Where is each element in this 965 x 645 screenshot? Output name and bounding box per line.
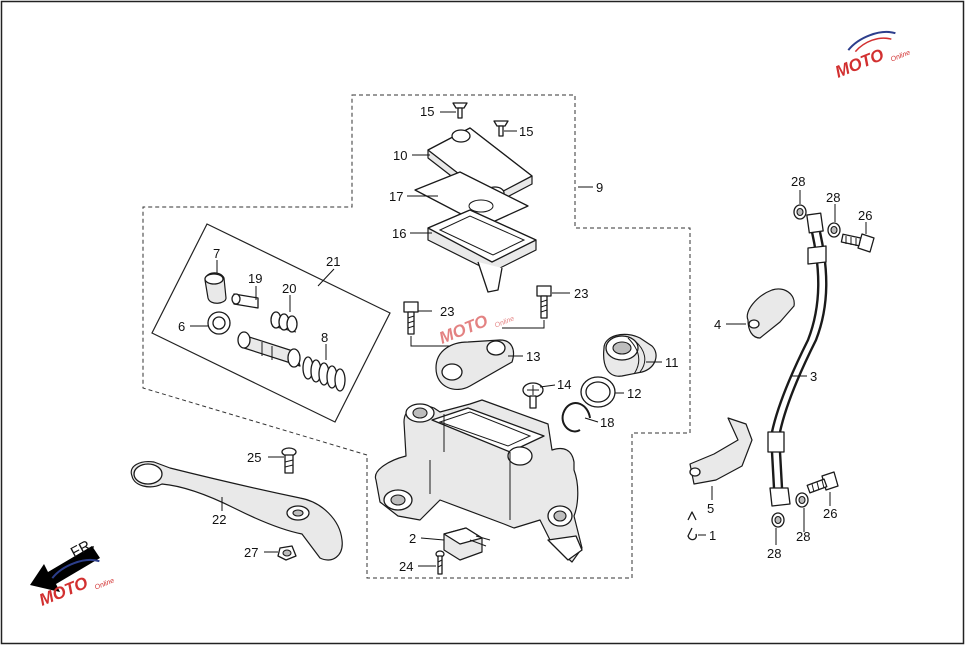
callout-2: 2 [409, 531, 416, 546]
brake-switch-2 [443, 527, 491, 561]
callout-26: 26 [823, 506, 837, 521]
brake-hose-3 [767, 212, 828, 507]
banjo-bolt-26-bottom [806, 471, 839, 494]
callout-7: 7 [213, 246, 220, 261]
callout-22: 22 [212, 512, 226, 527]
watermark-sub-text: Online [494, 315, 515, 329]
bolt-23-left-guide [410, 336, 450, 347]
screw-15-left [452, 102, 468, 119]
spring-20 [270, 311, 298, 333]
callout-numbers: 15 15 10 17 16 9 7 19 20 8 21 6 23 23 13… [178, 104, 872, 574]
callout-28: 28 [826, 190, 840, 205]
washer-28-d [795, 492, 809, 508]
callout-9: 9 [596, 180, 603, 195]
callout-20: 20 [282, 281, 296, 296]
clamp-holder-13 [435, 339, 515, 390]
hose-bracket-5 [689, 417, 753, 485]
callout-23: 23 [574, 286, 588, 301]
callout-11: 11 [665, 355, 679, 370]
callout-5: 5 [707, 501, 714, 516]
callout-13: 13 [526, 349, 540, 364]
push-rod-19 [231, 293, 259, 309]
callout-16: 16 [392, 226, 406, 241]
callout-23: 23 [440, 304, 454, 319]
piston-assy [237, 331, 301, 368]
pivot-bolt-25 [281, 447, 297, 474]
watermark-swoosh-icon [847, 31, 896, 51]
callout-15: 15 [519, 124, 533, 139]
callout-15: 15 [420, 104, 434, 119]
leader-lines [190, 111, 867, 567]
o-ring-12 [580, 376, 616, 408]
washer-28-a [793, 204, 807, 220]
callout-14: 14 [557, 377, 571, 392]
callout-17: 17 [389, 189, 403, 204]
watermark-top-right: MOTO Online [832, 31, 911, 82]
callout-10: 10 [393, 148, 407, 163]
watermark-sub-text: Online [94, 577, 115, 591]
callout-1: 1 [709, 528, 716, 543]
callout-18: 18 [600, 415, 614, 430]
callout-28: 28 [796, 529, 810, 544]
clip-1 [687, 511, 697, 541]
washer-28-b [827, 222, 841, 238]
callout-27: 27 [244, 545, 258, 560]
diaphragm-16 [427, 209, 537, 293]
screw-14 [522, 382, 544, 409]
snap-ring-6 [207, 311, 231, 335]
callout-19: 19 [248, 271, 262, 286]
watermark-sub-text: Online [890, 49, 911, 63]
bolt-23-right [536, 285, 552, 319]
piston-cup-7 [204, 272, 227, 304]
front-arrow-icon [30, 546, 100, 592]
watermark-logo-text: MOTO [832, 45, 886, 82]
callout-28: 28 [767, 546, 781, 561]
screw-15-right [493, 120, 509, 137]
piston-kit-box-21 [151, 223, 391, 423]
master-cylinder-body [374, 399, 583, 563]
brake-lever-22 [130, 461, 343, 561]
callout-12: 12 [627, 386, 641, 401]
hose-clamp-4 [746, 288, 795, 339]
watermark-swoosh-icon [51, 559, 100, 579]
spring-8 [302, 356, 346, 392]
callout-3: 3 [810, 369, 817, 384]
dust-boot-11 [603, 333, 657, 377]
washer-28-c [771, 512, 785, 528]
callout-25: 25 [247, 450, 261, 465]
banjo-bolt-26-top [840, 233, 875, 253]
callout-4: 4 [714, 317, 721, 332]
callout-26: 26 [858, 208, 872, 223]
screw-24 [435, 550, 445, 575]
assembly-outline-9 [142, 94, 691, 579]
bolt-23-right-guide [502, 320, 545, 329]
circlip-18 [561, 402, 591, 433]
nut-27 [277, 545, 297, 561]
bolt-23-left [403, 301, 419, 335]
callout-8: 8 [321, 330, 328, 345]
callout-6: 6 [178, 319, 185, 334]
callout-21: 21 [326, 254, 340, 269]
callout-28: 28 [791, 174, 805, 189]
callout-24: 24 [399, 559, 413, 574]
watermark-swoosh-red-icon [854, 37, 892, 53]
